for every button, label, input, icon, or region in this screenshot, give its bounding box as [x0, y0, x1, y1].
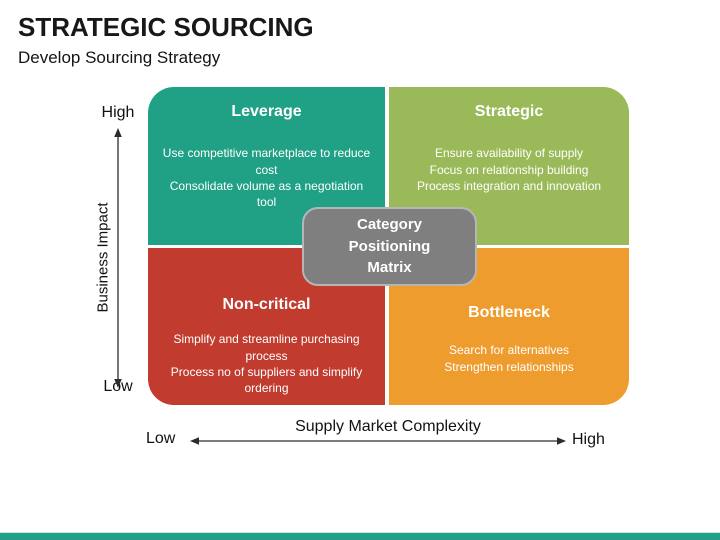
- x-axis-arrow-icon: [190, 437, 566, 445]
- y-axis-arrow-icon: [114, 128, 122, 388]
- quadrant-bottleneck-title: Bottleneck: [468, 304, 550, 321]
- page-title: STRATEGIC SOURCING: [18, 12, 314, 42]
- y-axis-title: Business Impact: [94, 202, 112, 313]
- center-label-text: Category Positioning Matrix: [348, 215, 431, 277]
- quadrant-leverage-title: Leverage: [231, 103, 302, 120]
- x-axis-low-label: Low: [146, 430, 176, 447]
- quadrant-strategic-body: Ensure availability of supply Focus on r…: [416, 146, 602, 193]
- quadrant-non-critical-title: Non-critical: [222, 296, 311, 313]
- footer-accent-bar: [0, 532, 720, 540]
- quadrant-bottleneck-body: Search for alternatives Strengthen relat…: [444, 343, 574, 374]
- quadrant-non-critical-body: Simplify and streamline purchasing proce…: [170, 332, 363, 395]
- quadrant-strategic-title: Strategic: [474, 103, 544, 120]
- page-subtitle: Develop Sourcing Strategy: [18, 48, 221, 67]
- y-axis-high-label: High: [101, 104, 135, 121]
- quadrant-leverage: Leverage Use competitive marketplace to …: [148, 87, 385, 245]
- center-label-box: Category Positioning Matrix: [302, 207, 477, 286]
- quadrant-leverage-body: Use competitive marketplace to reduce co…: [162, 146, 371, 209]
- x-axis-high-label: High: [572, 431, 605, 448]
- x-axis-title: Supply Market Complexity: [295, 418, 481, 435]
